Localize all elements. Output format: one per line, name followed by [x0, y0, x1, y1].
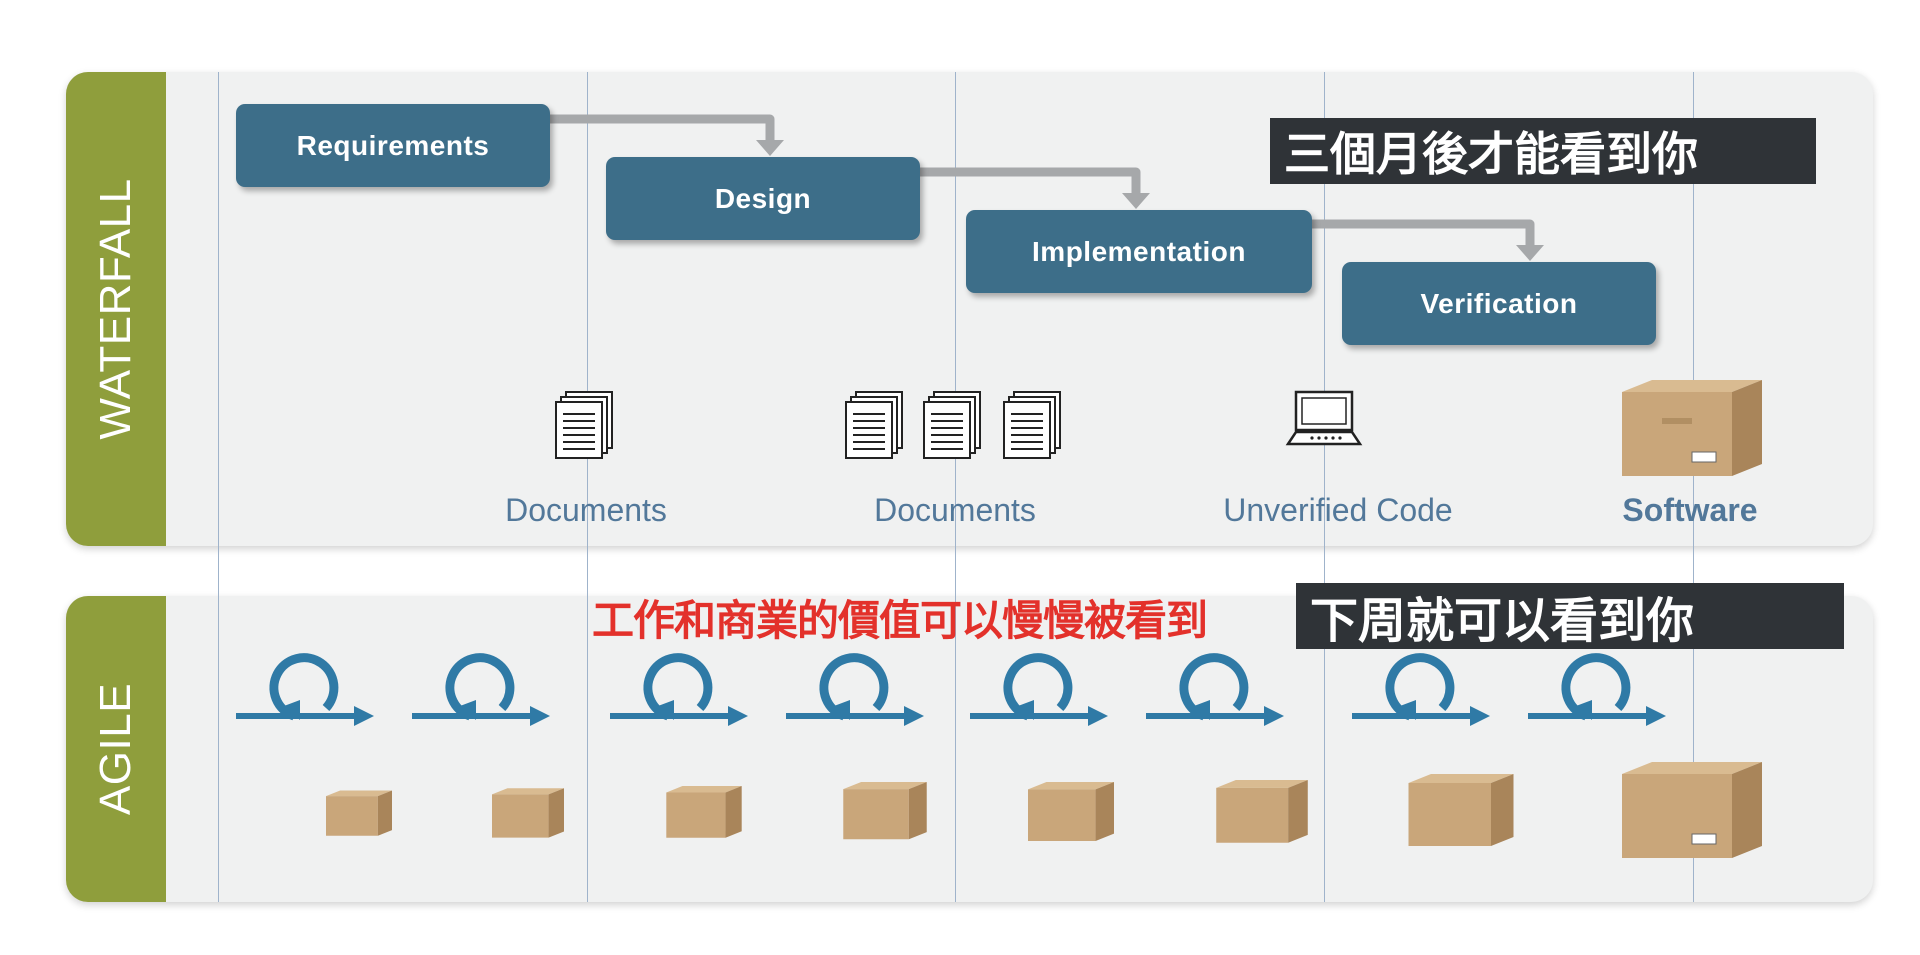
timeline-divider	[955, 72, 956, 902]
iteration-loop-icon	[1528, 653, 1666, 726]
timeline-divider	[1324, 72, 1325, 902]
iteration-loop-icon	[1146, 653, 1284, 726]
stage-design: Design	[606, 157, 920, 240]
package-box-icon	[1622, 762, 1762, 858]
timeline-divider	[587, 72, 588, 902]
output-label-software: Software	[1622, 492, 1758, 528]
document-stack-icon	[555, 391, 613, 459]
output-label-documents: Documents	[505, 492, 667, 528]
document-stack-icon	[845, 391, 903, 459]
package-box-icon	[1028, 782, 1114, 842]
laptop-icon	[1285, 390, 1363, 446]
package-box-icon	[1408, 774, 1514, 846]
iteration-loop-icon	[236, 653, 374, 726]
iteration-loop-icon	[786, 653, 924, 726]
stage-implementation: Implementation	[966, 210, 1312, 293]
timeline-divider	[218, 72, 219, 902]
software-box-icon	[1622, 380, 1762, 476]
waterfall-banner: 三個月後才能看到你	[1270, 118, 1816, 184]
package-box-icon	[1216, 780, 1308, 843]
waterfall-side-bar: WATERFALL	[66, 72, 166, 546]
agile-caption: 工作和商業的價值可以慢慢被看到	[592, 596, 1208, 645]
agile-side-bar: AGILE	[66, 596, 166, 902]
stage-verification: Verification	[1342, 262, 1656, 345]
package-box-icon	[492, 788, 564, 838]
iteration-loop-icon	[610, 653, 748, 726]
iteration-loop-icon	[1352, 653, 1490, 726]
timeline-divider	[1693, 72, 1694, 902]
output-label-documents: Documents	[874, 492, 1036, 528]
package-box-icon	[666, 786, 742, 838]
document-stack-icon	[1003, 391, 1061, 459]
stage-requirements: Requirements	[236, 104, 550, 187]
package-box-icon	[326, 790, 392, 836]
agile-banner: 下周就可以看到你	[1296, 583, 1844, 649]
iteration-loop-icon	[970, 653, 1108, 726]
document-stack-icon	[923, 391, 981, 459]
output-label-unverified-code: Unverified Code	[1223, 492, 1453, 528]
package-box-icon	[843, 782, 927, 840]
iteration-loop-icon	[412, 653, 550, 726]
